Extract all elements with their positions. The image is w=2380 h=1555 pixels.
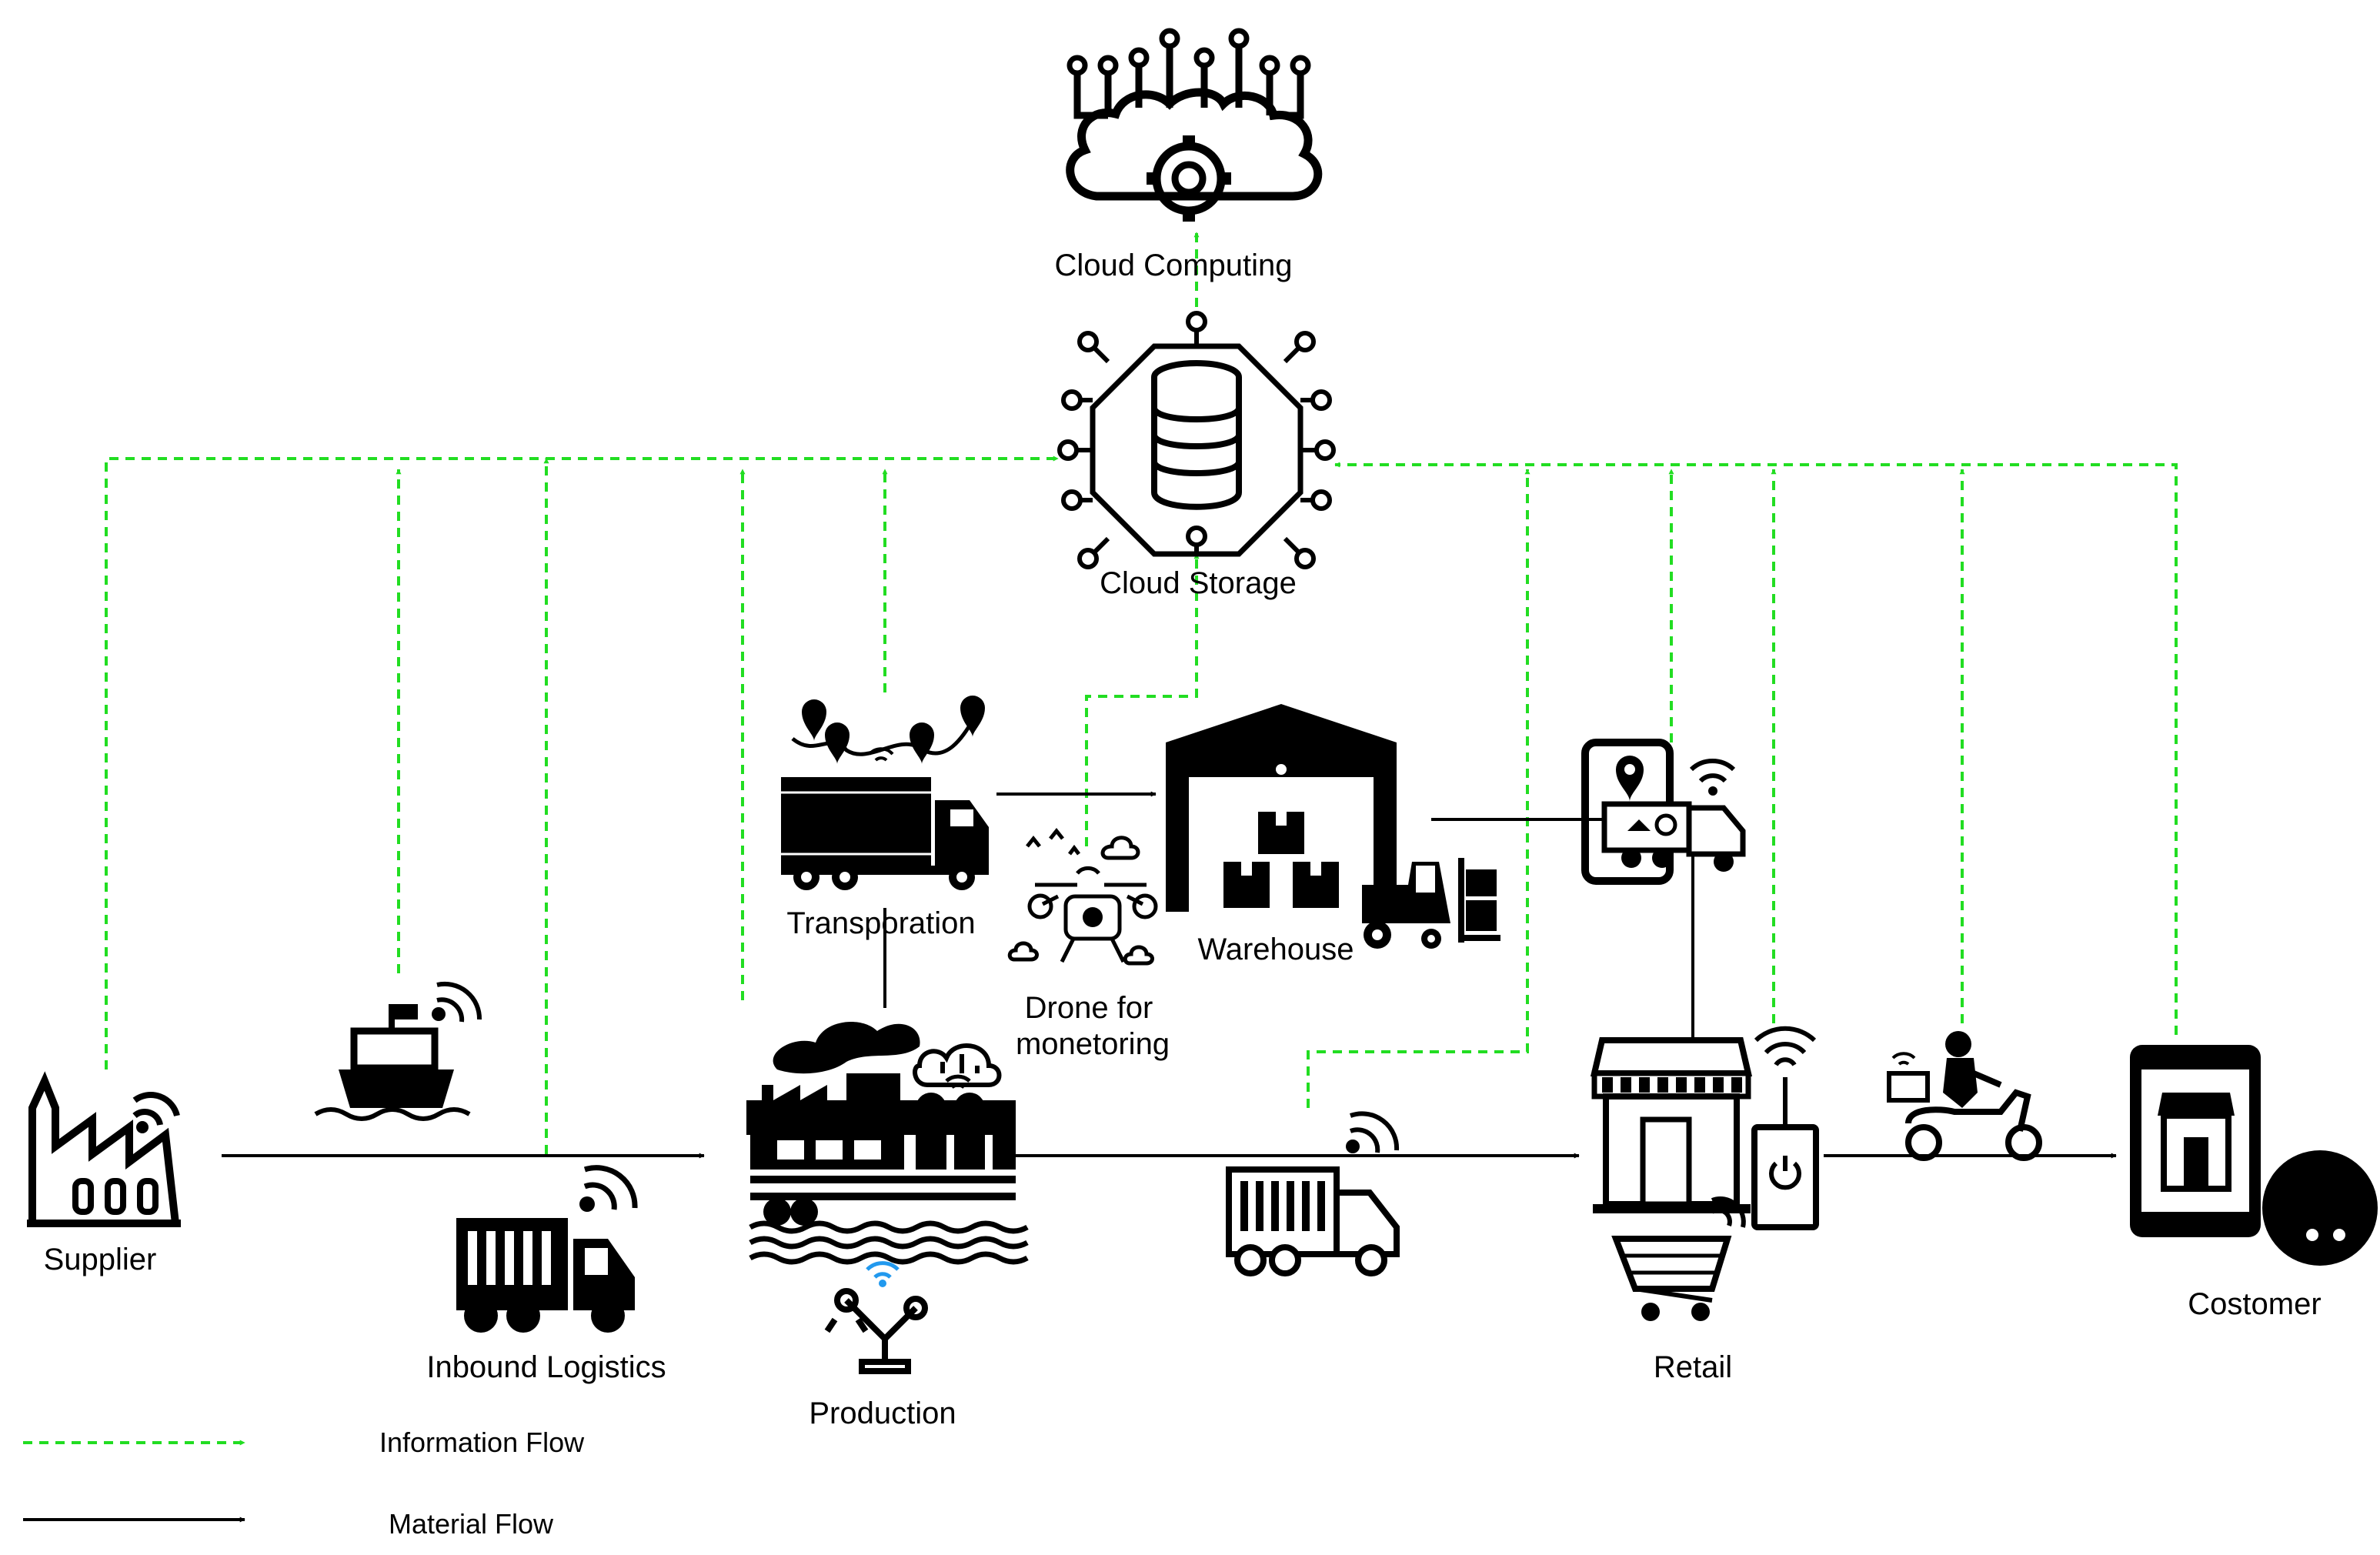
forklift-icon [1362,858,1500,949]
cargo-ship-icon [314,981,482,1121]
gps-tracking-pins-icon [791,696,985,764]
information-flow-lines [105,232,2178,1154]
production-factory-icon [746,1022,1029,1265]
inbound-logistics-label: Inbound Logistics [426,1350,666,1384]
cloud-computing-label: Cloud Computing [1054,249,1292,282]
retail-label: Retail [1654,1350,1732,1384]
legend: Information Flow Material Flow [23,1427,585,1540]
tablet-tracking-truck-icon [1581,739,1746,885]
drone-label-line-1: Drone for [1025,991,1153,1025]
transportation-label: Transporation [786,906,975,940]
info-drone [1085,553,1200,846]
production-label: Production [809,1396,956,1430]
customer-mobile-shop-icon [2130,1045,2378,1266]
transport-truck-icon [781,777,989,890]
scooter-delivery-icon [1887,1031,2042,1161]
drone-label-line-2: monetoring [1016,1027,1170,1061]
warehouse-icon [1166,704,1397,912]
cloud-storage-label: Cloud Storage [1100,566,1297,600]
robot-arm-icon [824,1261,928,1374]
smart-power-device-icon [1751,1026,1819,1230]
retail-store-icon [1590,1037,1753,1213]
legend-material-label: Material Flow [389,1508,554,1540]
supplier-factory-icon [27,1071,181,1227]
brain-gear-icon [1066,28,1323,222]
delivery-truck-icon [1226,1111,1400,1276]
customer-label: Costomer [2188,1287,2321,1321]
shopping-cart-icon [1611,1196,1746,1321]
info-supplier-to-storage [105,455,1059,1069]
legend-information-label: Information Flow [379,1427,585,1458]
monitoring-drone-icon [1007,827,1158,966]
warehouse-label: Warehouse [1197,933,1354,966]
info-truck2 [1307,469,1530,1108]
info-customer-to-storage [1334,462,2178,1035]
inbound-logistics-truck-icon [456,1165,638,1333]
cloud-storage-database-icon [1057,311,1336,569]
supplier-label: Supplier [44,1243,157,1276]
